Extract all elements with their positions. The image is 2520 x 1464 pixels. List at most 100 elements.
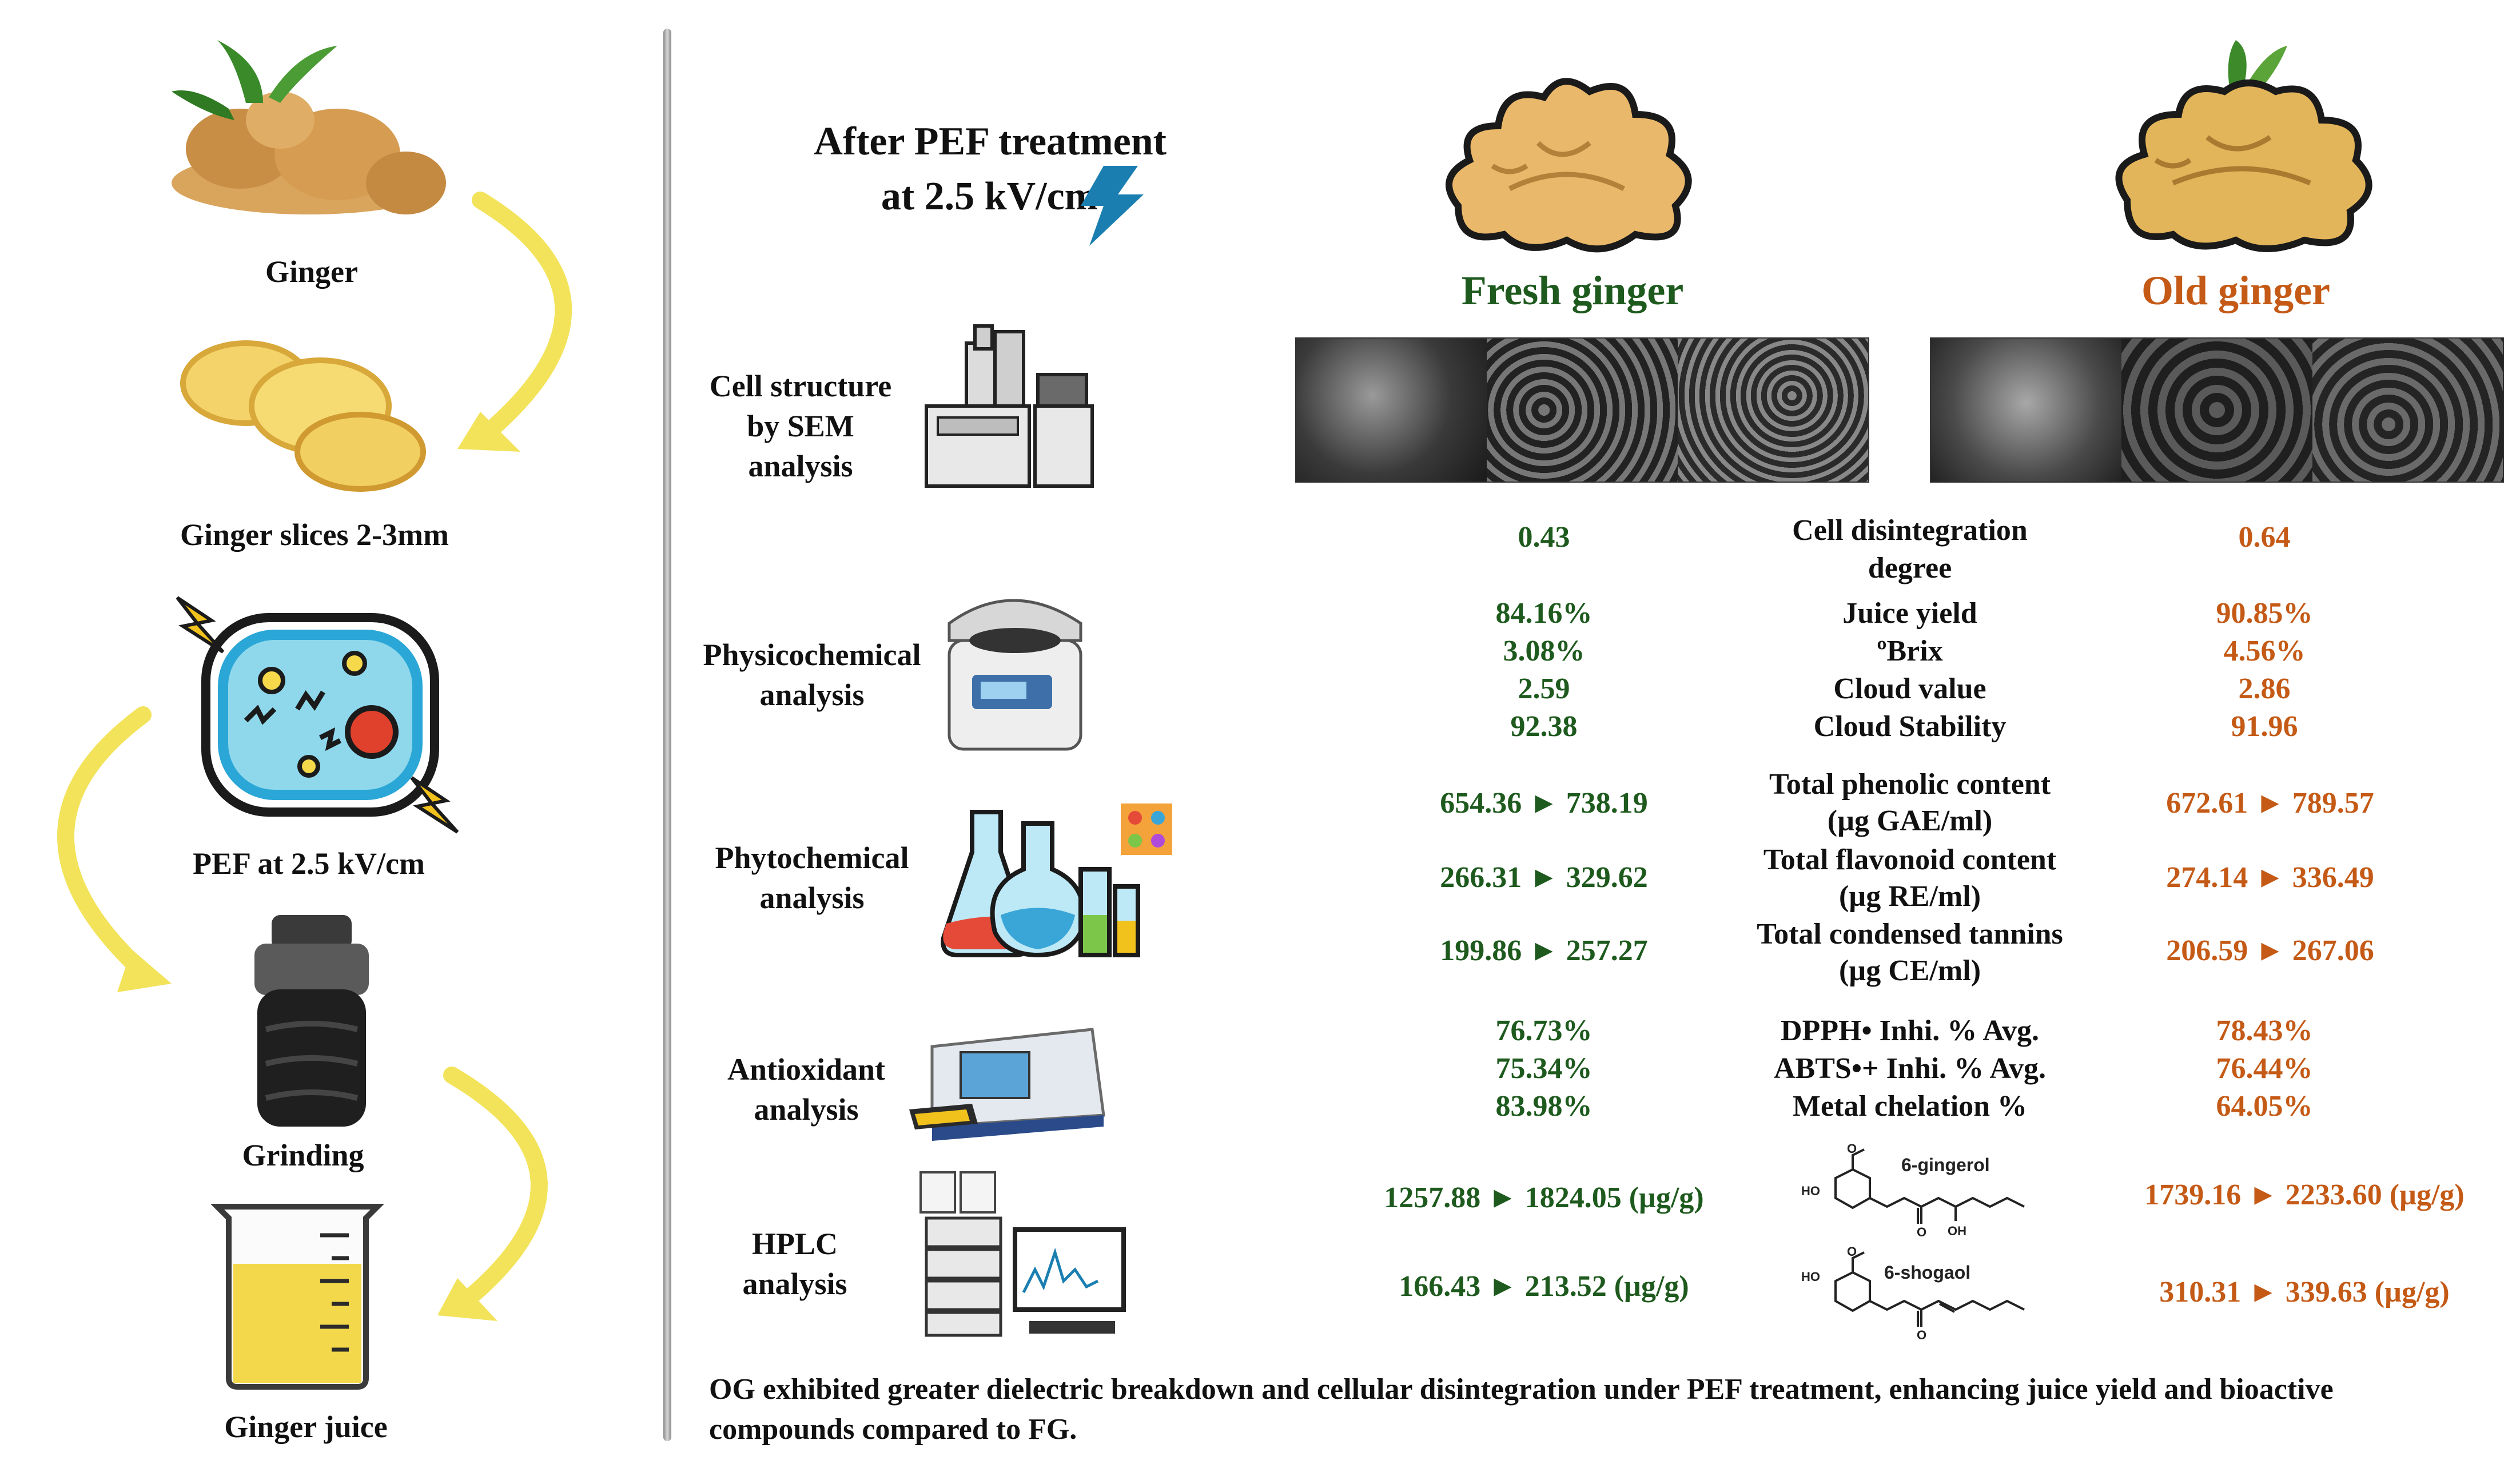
- old-ginger-icon: [2115, 40, 2372, 252]
- ginger-root-image: [172, 40, 446, 214]
- param-juice-yield: Juice yield: [1842, 597, 1977, 630]
- old-tct: 206.59 ► 267.06: [2166, 934, 2374, 967]
- fresh-shogaol: 166.43 ► 213.52 (µg/g): [1399, 1270, 1689, 1303]
- lightning-icon: [1081, 166, 1144, 246]
- fresh-cdd-value: 0.43: [1518, 521, 1570, 554]
- svg-text:HO: HO: [1801, 1184, 1820, 1198]
- fresh-gingerol: 1257.88 ► 1824.05 (µg/g): [1384, 1181, 1704, 1214]
- grinder-image: [254, 915, 369, 1127]
- section-phyto-label: Phytochemical analysis: [698, 838, 926, 918]
- section-antiox-line-2: analysis: [754, 1092, 859, 1127]
- old-physico-values: 90.85% 4.56% 2.86 91.96: [2150, 595, 2379, 746]
- section-phyto-line-2: analysis: [759, 881, 865, 915]
- fresh-metal: 83.98%: [1495, 1090, 1593, 1123]
- svg-text:OH: OH: [1948, 1224, 1966, 1238]
- fresh-physico-values: 84.16% 3.08% 2.59 92.38: [1430, 595, 1658, 746]
- old-ginger-title: Old ginger: [2141, 268, 2330, 313]
- param-dpph: DPPH• Inhi. % Avg.: [1780, 1015, 2040, 1047]
- param-cdd-line-1: Cell disintegration: [1792, 514, 2028, 547]
- section-hplc-line-2: analysis: [742, 1267, 847, 1301]
- gingerol-label: 6-gingerol: [1901, 1155, 1990, 1175]
- old-cdd-value: 0.64: [2238, 521, 2291, 554]
- conclusion-line-2: compounds compared to FG.: [709, 1413, 1077, 1446]
- fresh-tfc: 266.31 ► 329.62: [1440, 861, 1648, 894]
- old-tfc: 274.14 ► 336.49: [2166, 861, 2374, 894]
- gingerol-structure: HO O O OH 6-gingerol: [1801, 1141, 2025, 1239]
- pef-cell-icon: [176, 596, 459, 834]
- param-tfc: Total flavonoid content (µg RE/ml): [1715, 842, 2104, 915]
- header-title: After PEF treatment at 2.5 kV/cm: [755, 114, 1167, 224]
- fresh-dpph: 76.73%: [1495, 1015, 1593, 1047]
- plate-reader-icon: [909, 1028, 1105, 1141]
- svg-text:HO: HO: [1801, 1270, 1820, 1284]
- panel-divider: [663, 29, 671, 1441]
- section-sem-line-1: Cell structure: [709, 369, 892, 403]
- lab-flasks-icon: [941, 810, 1140, 958]
- old-antiox-values: 78.43% 76.44% 64.05%: [2150, 1012, 2379, 1125]
- old-cloud-stability: 91.96: [2231, 710, 2298, 743]
- fresh-brix: 3.08%: [1503, 635, 1585, 667]
- svg-text:O: O: [1847, 1141, 1857, 1156]
- svg-text:O: O: [1917, 1225, 1926, 1239]
- hplc-instrument-icon: [919, 1171, 1126, 1337]
- header-line-2: at 2.5 kV/cm: [881, 174, 1098, 218]
- old-gingerol: 1739.16 ► 2233.60 (µg/g): [2144, 1179, 2465, 1211]
- section-physico-line-1: Physicochemical: [703, 638, 921, 672]
- sem-microscope-icon: [925, 324, 1094, 488]
- step-ginger-label: Ginger: [265, 254, 358, 289]
- section-physico-line-2: analysis: [759, 678, 865, 712]
- step-grinding-label: Grinding: [242, 1138, 364, 1172]
- old-tpc: 672.61 ► 789.57: [2166, 787, 2374, 819]
- step-pef-label: PEF at 2.5 kV/cm: [193, 846, 425, 881]
- param-tfc-line-2: (µg RE/ml): [1838, 880, 1981, 913]
- old-metal: 64.05%: [2216, 1090, 2313, 1123]
- fresh-antiox-values: 76.73% 75.34% 83.98%: [1430, 1012, 1658, 1125]
- sem-image-fresh: [1295, 337, 1869, 483]
- param-tfc-line-1: Total flavonoid content: [1763, 844, 2057, 876]
- param-cloud-value: Cloud value: [1833, 673, 1986, 705]
- old-brix: 4.56%: [2223, 635, 2306, 667]
- param-tpc: Total phenolic content (µg GAE/ml): [1715, 766, 2104, 840]
- section-phyto-line-1: Phytochemical: [715, 841, 909, 875]
- section-sem-line-2: by SEM: [747, 409, 854, 443]
- flow-arrows: [57, 192, 572, 1321]
- step-juice-label: Ginger juice: [224, 1410, 388, 1444]
- shogaol-label: 6-shogaol: [1884, 1262, 1970, 1283]
- conclusion-text: OG exhibited greater dielectric breakdow…: [709, 1370, 2510, 1450]
- old-dpph: 78.43%: [2216, 1015, 2313, 1047]
- fresh-cloud-stability: 92.38: [1510, 710, 1578, 743]
- param-tct-line-2: (µg CE/ml): [1838, 954, 1981, 987]
- fresh-abts: 75.34%: [1495, 1052, 1593, 1085]
- centrifuge-icon: [948, 599, 1082, 751]
- sem-image-old: [1930, 337, 2504, 483]
- param-cdd-line-2: degree: [1868, 552, 1952, 584]
- param-cdd: Cell disintegration degree: [1715, 512, 2104, 587]
- param-cloud-stability: Cloud Stability: [1813, 710, 2007, 743]
- param-tct-line-1: Total condensed tannins: [1757, 918, 2063, 950]
- section-antiox-line-1: Antioxidant: [727, 1052, 886, 1087]
- param-metal: Metal chelation %: [1792, 1090, 2028, 1123]
- section-physico-label: Physicochemical analysis: [698, 635, 926, 715]
- old-shogaol: 310.31 ► 339.63 (µg/g): [2159, 1276, 2450, 1308]
- section-sem-line-3: analysis: [748, 449, 853, 483]
- section-sem-label: Cell structure by SEM analysis: [698, 366, 903, 486]
- param-tpc-line-1: Total phenolic content: [1769, 768, 2051, 801]
- section-hplc-line-1: HPLC: [751, 1227, 838, 1261]
- fresh-tpc: 654.36 ► 738.19: [1440, 787, 1648, 819]
- section-antiox-label: Antioxidant analysis: [698, 1049, 915, 1129]
- fresh-ginger-icon: [1446, 78, 1692, 253]
- arrow-1: [472, 192, 572, 437]
- conclusion-line-1: OG exhibited greater dielectric breakdow…: [709, 1373, 2334, 1406]
- old-juice-yield: 90.85%: [2216, 597, 2313, 630]
- juice-beaker-image: [210, 1204, 385, 1390]
- arrow-2: [57, 706, 152, 981]
- physico-params: Juice yield ºBrix Cloud value Cloud Stab…: [1715, 595, 2104, 746]
- param-brix: ºBrix: [1877, 635, 1943, 667]
- old-cloud-value: 2.86: [2238, 673, 2291, 705]
- arrow-3: [443, 1067, 548, 1307]
- antiox-params: DPPH• Inhi. % Avg. ABTS•+ Inhi. % Avg. M…: [1715, 1012, 2104, 1125]
- header-line-1: After PEF treatment: [814, 120, 1167, 164]
- svg-text:O: O: [1917, 1328, 1926, 1342]
- step-slices-label: Ginger slices 2-3mm: [180, 518, 449, 552]
- param-tpc-line-2: (µg GAE/ml): [1827, 805, 1993, 837]
